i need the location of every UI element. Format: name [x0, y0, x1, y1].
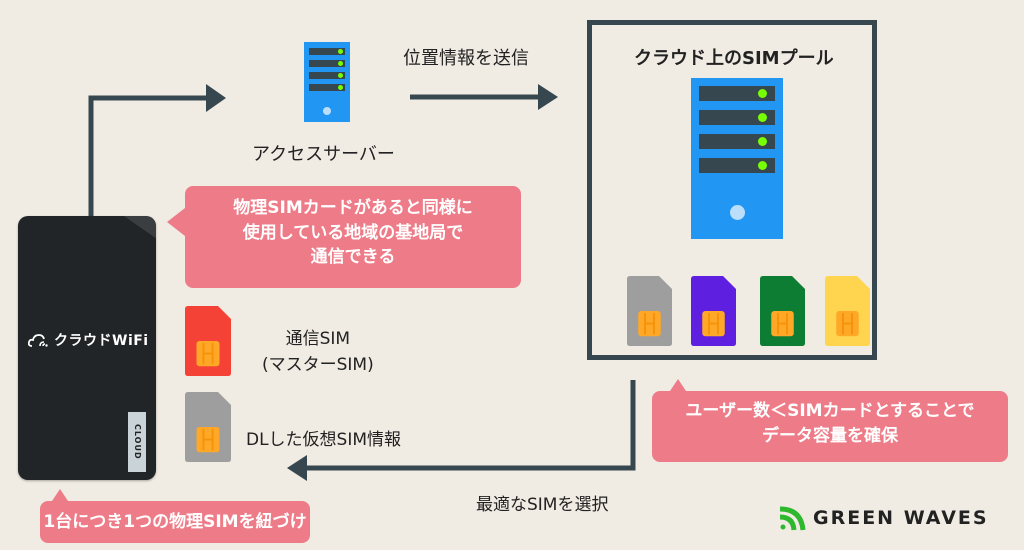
wifi-waves-icon	[779, 506, 806, 531]
cloud-wifi-device: クラウドWiFi CLOUD	[18, 216, 156, 480]
sim-card-icon	[825, 276, 870, 346]
legend-virtual-sim-icon	[185, 392, 231, 466]
callout-device-note: 1台につき1つの物理SIMを紐づけ	[40, 489, 310, 543]
arrow-pool-to-device	[305, 380, 636, 471]
device-logo: クラウドWiFi	[28, 330, 149, 350]
select-sim-label: 最適なSIMを選択	[476, 495, 609, 515]
send-location-label: 位置情報を送信	[403, 48, 529, 69]
sim-card-icon	[185, 392, 231, 462]
arrowhead-device-to-server	[206, 84, 226, 112]
callout-tail	[167, 208, 185, 236]
sim-card-icon	[627, 276, 672, 346]
pool-sim-card	[825, 276, 870, 350]
device-logo-text: クラウドWiFi	[54, 333, 149, 349]
sim-card-icon	[691, 276, 736, 346]
callout-tail	[670, 379, 686, 391]
brand-name: GREEN WAVES	[813, 507, 989, 529]
sim-pool-box	[587, 20, 877, 360]
sim-card-icon	[185, 306, 231, 376]
callout-tail	[52, 489, 68, 501]
arrowhead-pool-to-device	[287, 455, 307, 481]
callout-pool-note: ユーザー数＜SIMカードとすることで データ容量を確保	[652, 379, 1008, 462]
pool-sim-card	[691, 276, 736, 350]
pool-sim-card	[760, 276, 805, 350]
access-server-icon	[304, 42, 350, 122]
cloud-wifi-icon	[28, 334, 48, 347]
legend-virtual-sim-label: DLした仮想SIM情報	[246, 430, 402, 450]
callout-physical-sim: 物理SIMカードがあると同様に 使用している地域の基地局で 通信できる	[167, 186, 521, 288]
access-server-label: アクセスサーバー	[252, 144, 395, 165]
device-side-label: CLOUD	[128, 412, 146, 472]
device-corner-shine	[120, 216, 156, 246]
legend-master-sim-icon	[185, 306, 231, 380]
brand-logo: GREEN WAVES	[777, 505, 989, 531]
arrowhead-server-to-pool	[538, 84, 558, 110]
legend-master-sim-label: 通信SIM (マスターSIM)	[262, 329, 374, 376]
sim-card-icon	[760, 276, 805, 346]
sim-pool-title: クラウド上のSIMプール	[634, 48, 834, 69]
pool-sim-card	[627, 276, 672, 350]
sim-pool-server-icon	[691, 78, 783, 239]
